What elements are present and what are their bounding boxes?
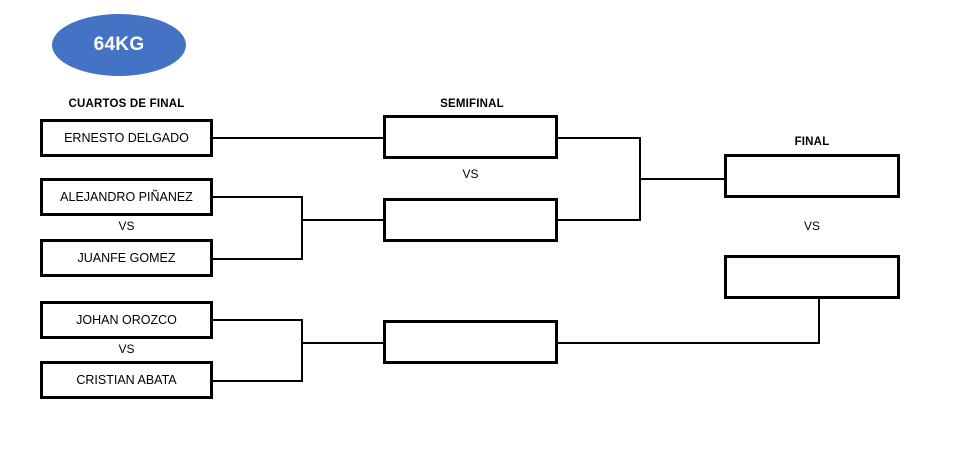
round-title-quarterfinals: CUARTOS DE FINAL	[68, 98, 185, 110]
qf-slot-cristian-abata[interactable]: CRISTIAN ABATA	[40, 361, 213, 399]
connector-sf-to-final-top	[639, 178, 725, 180]
connector-qf3-top	[213, 319, 303, 321]
weight-class-badge: 64KG	[52, 14, 186, 76]
round-title-semifinal: SEMIFINAL	[440, 98, 504, 110]
vs-label-qf2: VS	[118, 219, 135, 233]
vs-label-qf3: VS	[118, 342, 135, 356]
final-slot-top[interactable]	[724, 154, 900, 198]
vs-label-semifinal: VS	[462, 167, 479, 181]
connector-qf3-join	[301, 319, 303, 382]
competitor-name: ERNESTO DELGADO	[64, 131, 189, 145]
qf-slot-johan-orozco[interactable]: JOHAN OROZCO	[40, 301, 213, 339]
connector-qf2-top	[213, 196, 303, 198]
competitor-name: ALEJANDRO PIÑANEZ	[60, 190, 193, 204]
competitor-name: JOHAN OROZCO	[76, 313, 177, 327]
connector-qf1-to-sf1	[213, 137, 385, 139]
qf-slot-juanfe-gomez[interactable]: JUANFE GOMEZ	[40, 239, 213, 277]
connector-sf3-riser	[818, 297, 820, 344]
semifinal-slot-2[interactable]	[383, 198, 558, 242]
connector-qf3-to-sf3	[301, 342, 385, 344]
qf-slot-ernesto-delgado[interactable]: ERNESTO DELGADO	[40, 119, 213, 157]
connector-sf3-out	[557, 342, 820, 344]
final-slot-bottom[interactable]	[724, 255, 900, 299]
competitor-name: JUANFE GOMEZ	[77, 251, 176, 265]
qf-slot-alejandro-pinanez[interactable]: ALEJANDRO PIÑANEZ	[40, 178, 213, 216]
round-title-final: FINAL	[794, 136, 830, 148]
competitor-name: CRISTIAN ABATA	[76, 373, 177, 387]
weight-class-label: 64KG	[93, 34, 145, 55]
semifinal-slot-3[interactable]	[383, 320, 558, 364]
connector-qf2-bottom	[213, 258, 303, 260]
connector-qf2-to-sf2	[301, 219, 385, 221]
connector-sf2-out	[557, 219, 641, 221]
semifinal-slot-1[interactable]	[383, 115, 558, 159]
connector-qf2-join	[301, 196, 303, 260]
connector-qf3-bottom	[213, 380, 303, 382]
connector-sf1-out	[557, 137, 641, 139]
vs-label-final: VS	[803, 219, 820, 233]
